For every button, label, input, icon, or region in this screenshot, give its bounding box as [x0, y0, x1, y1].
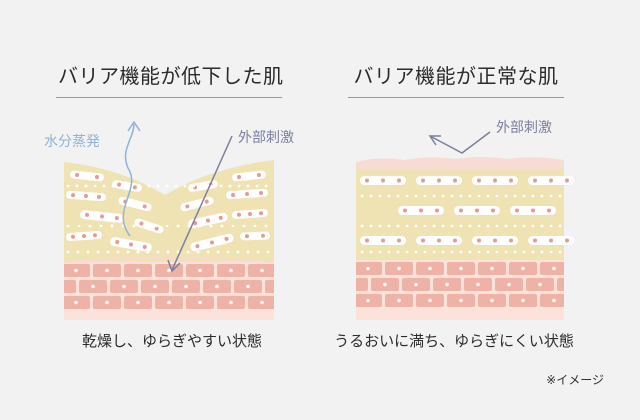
right-panel-caption: うるおいに満ち、ゆらぎにくい状態 — [334, 332, 574, 350]
right-stimulus-label: 外部刺激 — [496, 119, 552, 136]
left-panel-caption: 乾燥し、ゆらぎやすい状態 — [81, 332, 262, 350]
lipid-dots — [360, 224, 562, 228]
left-horny-cell — [240, 231, 270, 241]
left-stimulus-label: 外部刺激 — [238, 129, 294, 146]
water-evaporation-arrow — [122, 123, 135, 237]
left-horny-cell — [110, 237, 152, 252]
basal-cell — [557, 278, 564, 291]
left-basal-layer — [64, 262, 274, 320]
right-horny-cell — [416, 176, 462, 185]
right-horny-cell — [416, 236, 462, 245]
right-horny-cell — [472, 236, 518, 245]
left-horny-cell — [232, 170, 266, 182]
left-horny-cell — [66, 190, 106, 202]
basal-cells — [64, 264, 274, 309]
left-panel-title: バリア機能が低下した肌 — [58, 64, 284, 88]
basal-cells — [356, 262, 564, 307]
left-horny-cell — [134, 218, 164, 234]
left-horny-cell — [226, 188, 268, 200]
left-horny-cell — [190, 233, 234, 252]
left-stimulus-arrow — [171, 135, 233, 271]
right-horny-cell — [360, 236, 406, 245]
right-panel-title: バリア機能が正常な肌 — [353, 64, 559, 88]
left-horny-cell — [180, 196, 214, 212]
right-horny-cell — [510, 206, 556, 215]
lipid-dots — [66, 184, 268, 188]
left-horny-cell — [66, 231, 102, 241]
left-skin-cross-section — [63, 160, 275, 320]
left-stimulus-arrowhead — [167, 259, 181, 273]
lipid-dots — [66, 224, 268, 228]
basal-cell — [540, 262, 564, 275]
right-horny-cell — [454, 206, 500, 215]
left-title-underline — [56, 97, 282, 98]
right-skin-cross-section — [356, 157, 574, 320]
right-horny-cells — [360, 176, 574, 254]
right-horny-cell — [472, 176, 518, 185]
basal-cell — [265, 280, 274, 293]
right-horny-cell — [360, 176, 406, 185]
right-title-underline — [348, 97, 564, 98]
right-basal-layer — [356, 260, 564, 320]
basal-cell — [64, 280, 76, 293]
right-stimulus-arrow — [429, 131, 491, 154]
left-horny-cells — [66, 170, 270, 254]
left-horny-cell — [232, 209, 268, 219]
left-horny-cell — [188, 212, 228, 229]
right-horny-cell — [398, 206, 444, 215]
left-horny-cell — [70, 170, 104, 182]
lipid-dots — [66, 250, 270, 254]
right-horny-cell — [528, 236, 574, 245]
evaporation-label: 水分蒸発 — [44, 134, 100, 150]
left-horny-cell — [80, 210, 124, 223]
lipid-dots — [360, 250, 562, 254]
left-horny-cell — [112, 180, 142, 192]
water-evaporation-arrowhead — [127, 120, 141, 132]
lipid-dots — [360, 194, 562, 198]
right-surface-layer — [356, 157, 564, 172]
image-note: ※イメージ — [546, 373, 604, 387]
basal-cell — [540, 294, 564, 307]
right-stimulus-arrowhead — [428, 135, 441, 146]
basal-cell — [356, 278, 368, 291]
right-horny-cell — [528, 176, 574, 185]
